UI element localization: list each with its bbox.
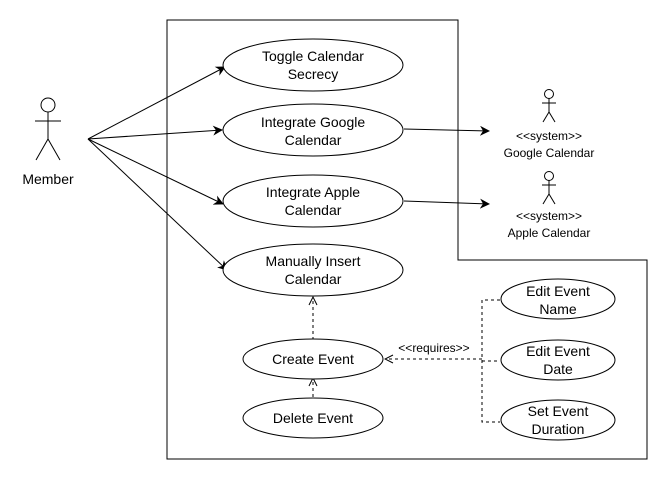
usecase-create-event: Create Event xyxy=(242,338,384,380)
assoc-member-manual xyxy=(87,138,228,271)
google-stereotype: <<system>> xyxy=(516,129,582,143)
usecase-label: Secrecy xyxy=(288,66,339,82)
assoc-member-toggle xyxy=(87,66,226,140)
requires-label: <<requires>> xyxy=(398,341,469,355)
system-boundary xyxy=(166,19,648,460)
usecase-label: Toggle Calendar xyxy=(262,48,364,64)
usecase-label: Integrate Apple xyxy=(266,184,360,200)
apple-label: Apple Calendar xyxy=(508,226,591,240)
usecase-label: Integrate Google xyxy=(261,114,366,130)
usecase-integrate-google: Integrate Google Calendar xyxy=(222,103,404,157)
usecase-label: Name xyxy=(539,301,577,317)
assoc-member-apple xyxy=(87,138,224,205)
google-calendar-actor: <<system>> Google Calendar xyxy=(504,89,595,160)
usecase-manually-insert: Manually Insert Calendar xyxy=(222,243,404,297)
usecase-set-event-duration: Set Event Duration xyxy=(500,399,616,441)
usecase-toggle-calendar-secrecy: Toggle Calendar Secrecy xyxy=(222,38,404,92)
usecase-label: Duration xyxy=(532,421,585,437)
usecase-label: Date xyxy=(543,361,573,377)
usecase-label: Delete Event xyxy=(273,410,353,426)
requires-bracket xyxy=(481,299,500,423)
member-actor: Member xyxy=(22,97,74,187)
usecase-edit-event-date: Edit Event Date xyxy=(500,339,616,381)
usecase-edit-event-name: Edit Event Name xyxy=(500,278,616,320)
usecase-label: Edit Event xyxy=(526,283,590,299)
usecase-integrate-apple: Integrate Apple Calendar xyxy=(222,174,404,228)
usecase-delete-event: Delete Event xyxy=(242,397,384,439)
usecase-label: Calendar xyxy=(285,132,342,148)
apple-stereotype: <<system>> xyxy=(516,209,582,223)
apple-calendar-actor: <<system>> Apple Calendar xyxy=(508,171,591,240)
usecase-label: Set Event xyxy=(528,403,589,419)
usecase-label: Calendar xyxy=(285,271,342,287)
usecase-label: Edit Event xyxy=(526,343,590,359)
usecase-label: Calendar xyxy=(285,202,342,218)
assoc-google-system xyxy=(403,125,490,136)
usecase-label: Create Event xyxy=(272,351,354,367)
google-label: Google Calendar xyxy=(504,146,595,160)
usecase-label: Manually Insert xyxy=(266,253,361,269)
member-label: Member xyxy=(22,171,74,187)
assoc-member-google xyxy=(87,125,223,140)
assoc-apple-system xyxy=(403,198,490,209)
